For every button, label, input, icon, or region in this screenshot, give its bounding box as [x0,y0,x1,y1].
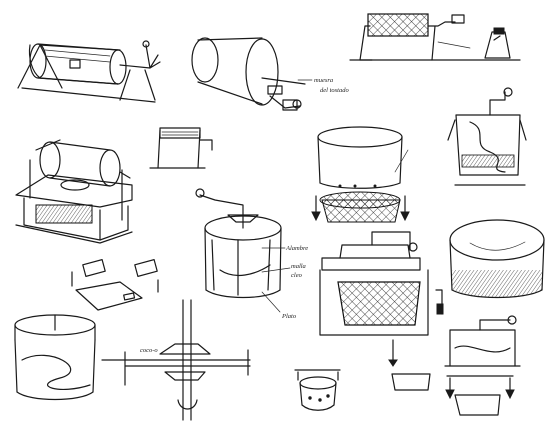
frame-crank-lid-sketch [444,315,521,416]
crank-pot-sketch: Alambre malla cleo Plato [195,188,308,320]
spiral-jar-sketch [14,314,96,401]
trays-sketch [71,259,159,311]
spiral-frame-crank-sketch [447,87,527,186]
tray-arrow-sketch [388,339,431,391]
label-alambre: Alambre [285,245,308,252]
label-plato: Plato [281,313,297,320]
cylinder-basket-sketch [311,126,410,223]
shaft-assembly-sketch: coco-o [101,299,251,421]
annotation-tostado-1: muesra [314,77,333,84]
roasting-cylinder-sketch: muesra del tostado [191,37,349,111]
frame-mesh-sketch [149,127,213,169]
label-malla-2: cleo [291,272,303,279]
annotation-tostado-2: del tostado [320,87,349,94]
large-cylinder-sketch [449,219,545,299]
label-small: coco-o [140,347,158,354]
box-roaster-sketch [15,139,133,244]
label-malla: malla [291,263,306,270]
drum-roaster-aframe-sketch [17,40,161,103]
mesh-basket-frame-sketch [319,231,444,336]
small-mesh-cylinder-sketch [294,369,341,411]
mesh-drum-crank-sketch [349,13,521,61]
